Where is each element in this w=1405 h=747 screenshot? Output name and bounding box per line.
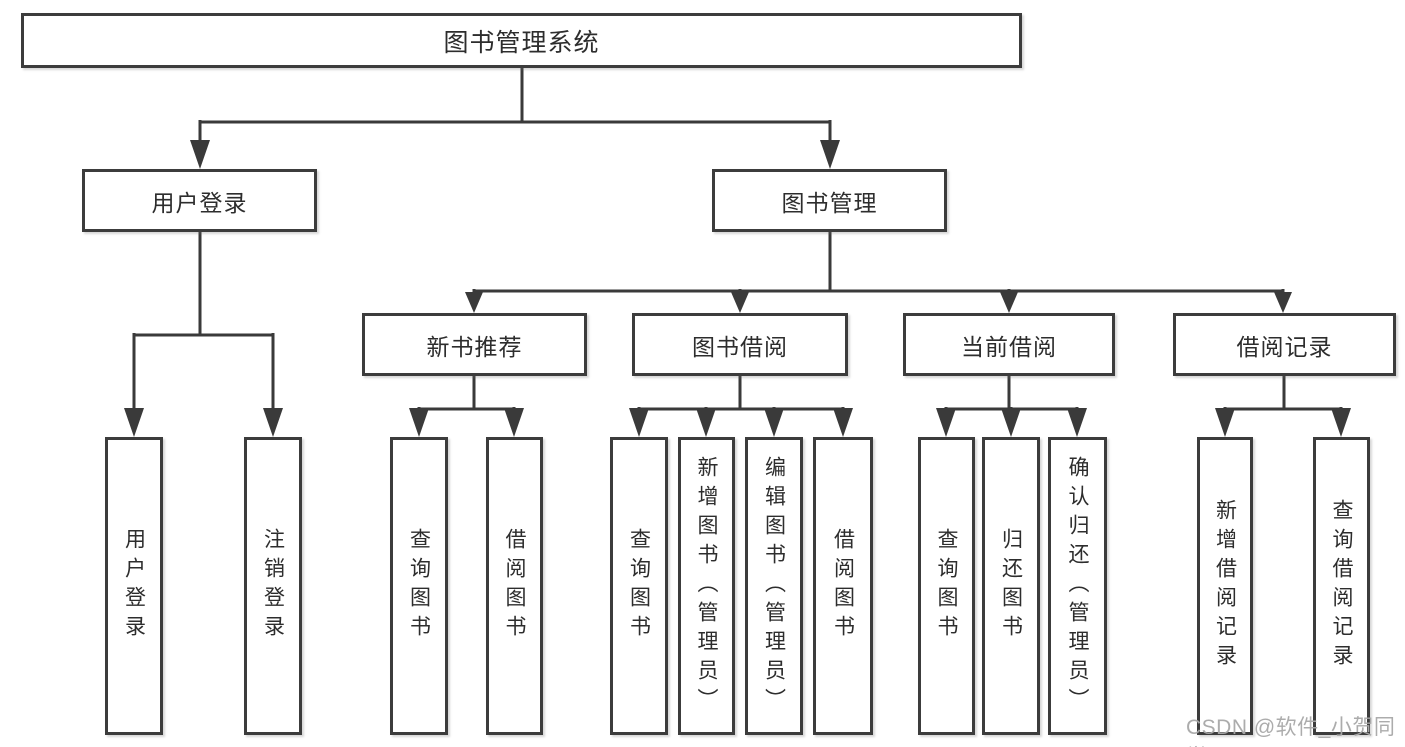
node-new-book-recommend: 新书推荐 <box>362 313 587 376</box>
leaf-label: 新增图书（管理员） <box>695 455 718 717</box>
arrowheads <box>124 140 1351 437</box>
leaf-borrow-book-recommend: 借阅图书 <box>486 437 543 735</box>
leaf-borrow-book: 借阅图书 <box>813 437 873 735</box>
node-user-login: 用户登录 <box>82 169 317 232</box>
leaf-query-book-current: 查询图书 <box>918 437 975 735</box>
node-library-management-system: 图书管理系统 <box>21 13 1022 68</box>
node-book-management: 图书管理 <box>712 169 947 232</box>
leaf-label: 注销登录 <box>261 528 285 644</box>
leaf-user-login: 用户登录 <box>105 437 163 735</box>
leaf-confirm-return-admin: 确认归还（管理员） <box>1048 437 1107 735</box>
leaf-label: 用户登录 <box>122 528 146 644</box>
leaf-edit-book-admin: 编辑图书（管理员） <box>745 437 803 735</box>
node-borrow-record: 借阅记录 <box>1173 313 1396 376</box>
leaf-label: 借阅图书 <box>831 528 855 644</box>
leaf-query-book-borrow: 查询图书 <box>610 437 668 735</box>
leaf-label: 确认归还（管理员） <box>1066 455 1089 717</box>
leaf-label: 编辑图书（管理员） <box>762 455 786 717</box>
leaf-logout: 注销登录 <box>244 437 302 735</box>
leaf-query-borrow-record: 查询借阅记录 <box>1313 437 1370 735</box>
leaf-label: 新增借阅记录 <box>1213 499 1237 673</box>
leaf-add-borrow-record: 新增借阅记录 <box>1197 437 1253 735</box>
leaf-label: 查询图书 <box>627 528 651 644</box>
node-book-borrow: 图书借阅 <box>632 313 848 376</box>
leaf-label: 查询借阅记录 <box>1330 499 1353 673</box>
leaf-label: 查询图书 <box>935 528 958 644</box>
leaf-query-book-recommend: 查询图书 <box>390 437 448 735</box>
leaf-return-book: 归还图书 <box>982 437 1040 735</box>
node-current-borrow: 当前借阅 <box>903 313 1115 376</box>
csdn-watermark: CSDN @软件_小贺同学 <box>1186 716 1396 747</box>
leaf-add-book-admin: 新增图书（管理员） <box>678 437 735 735</box>
leaf-label: 借阅图书 <box>503 528 526 644</box>
leaf-label: 归还图书 <box>999 528 1023 644</box>
leaf-label: 查询图书 <box>407 528 431 644</box>
